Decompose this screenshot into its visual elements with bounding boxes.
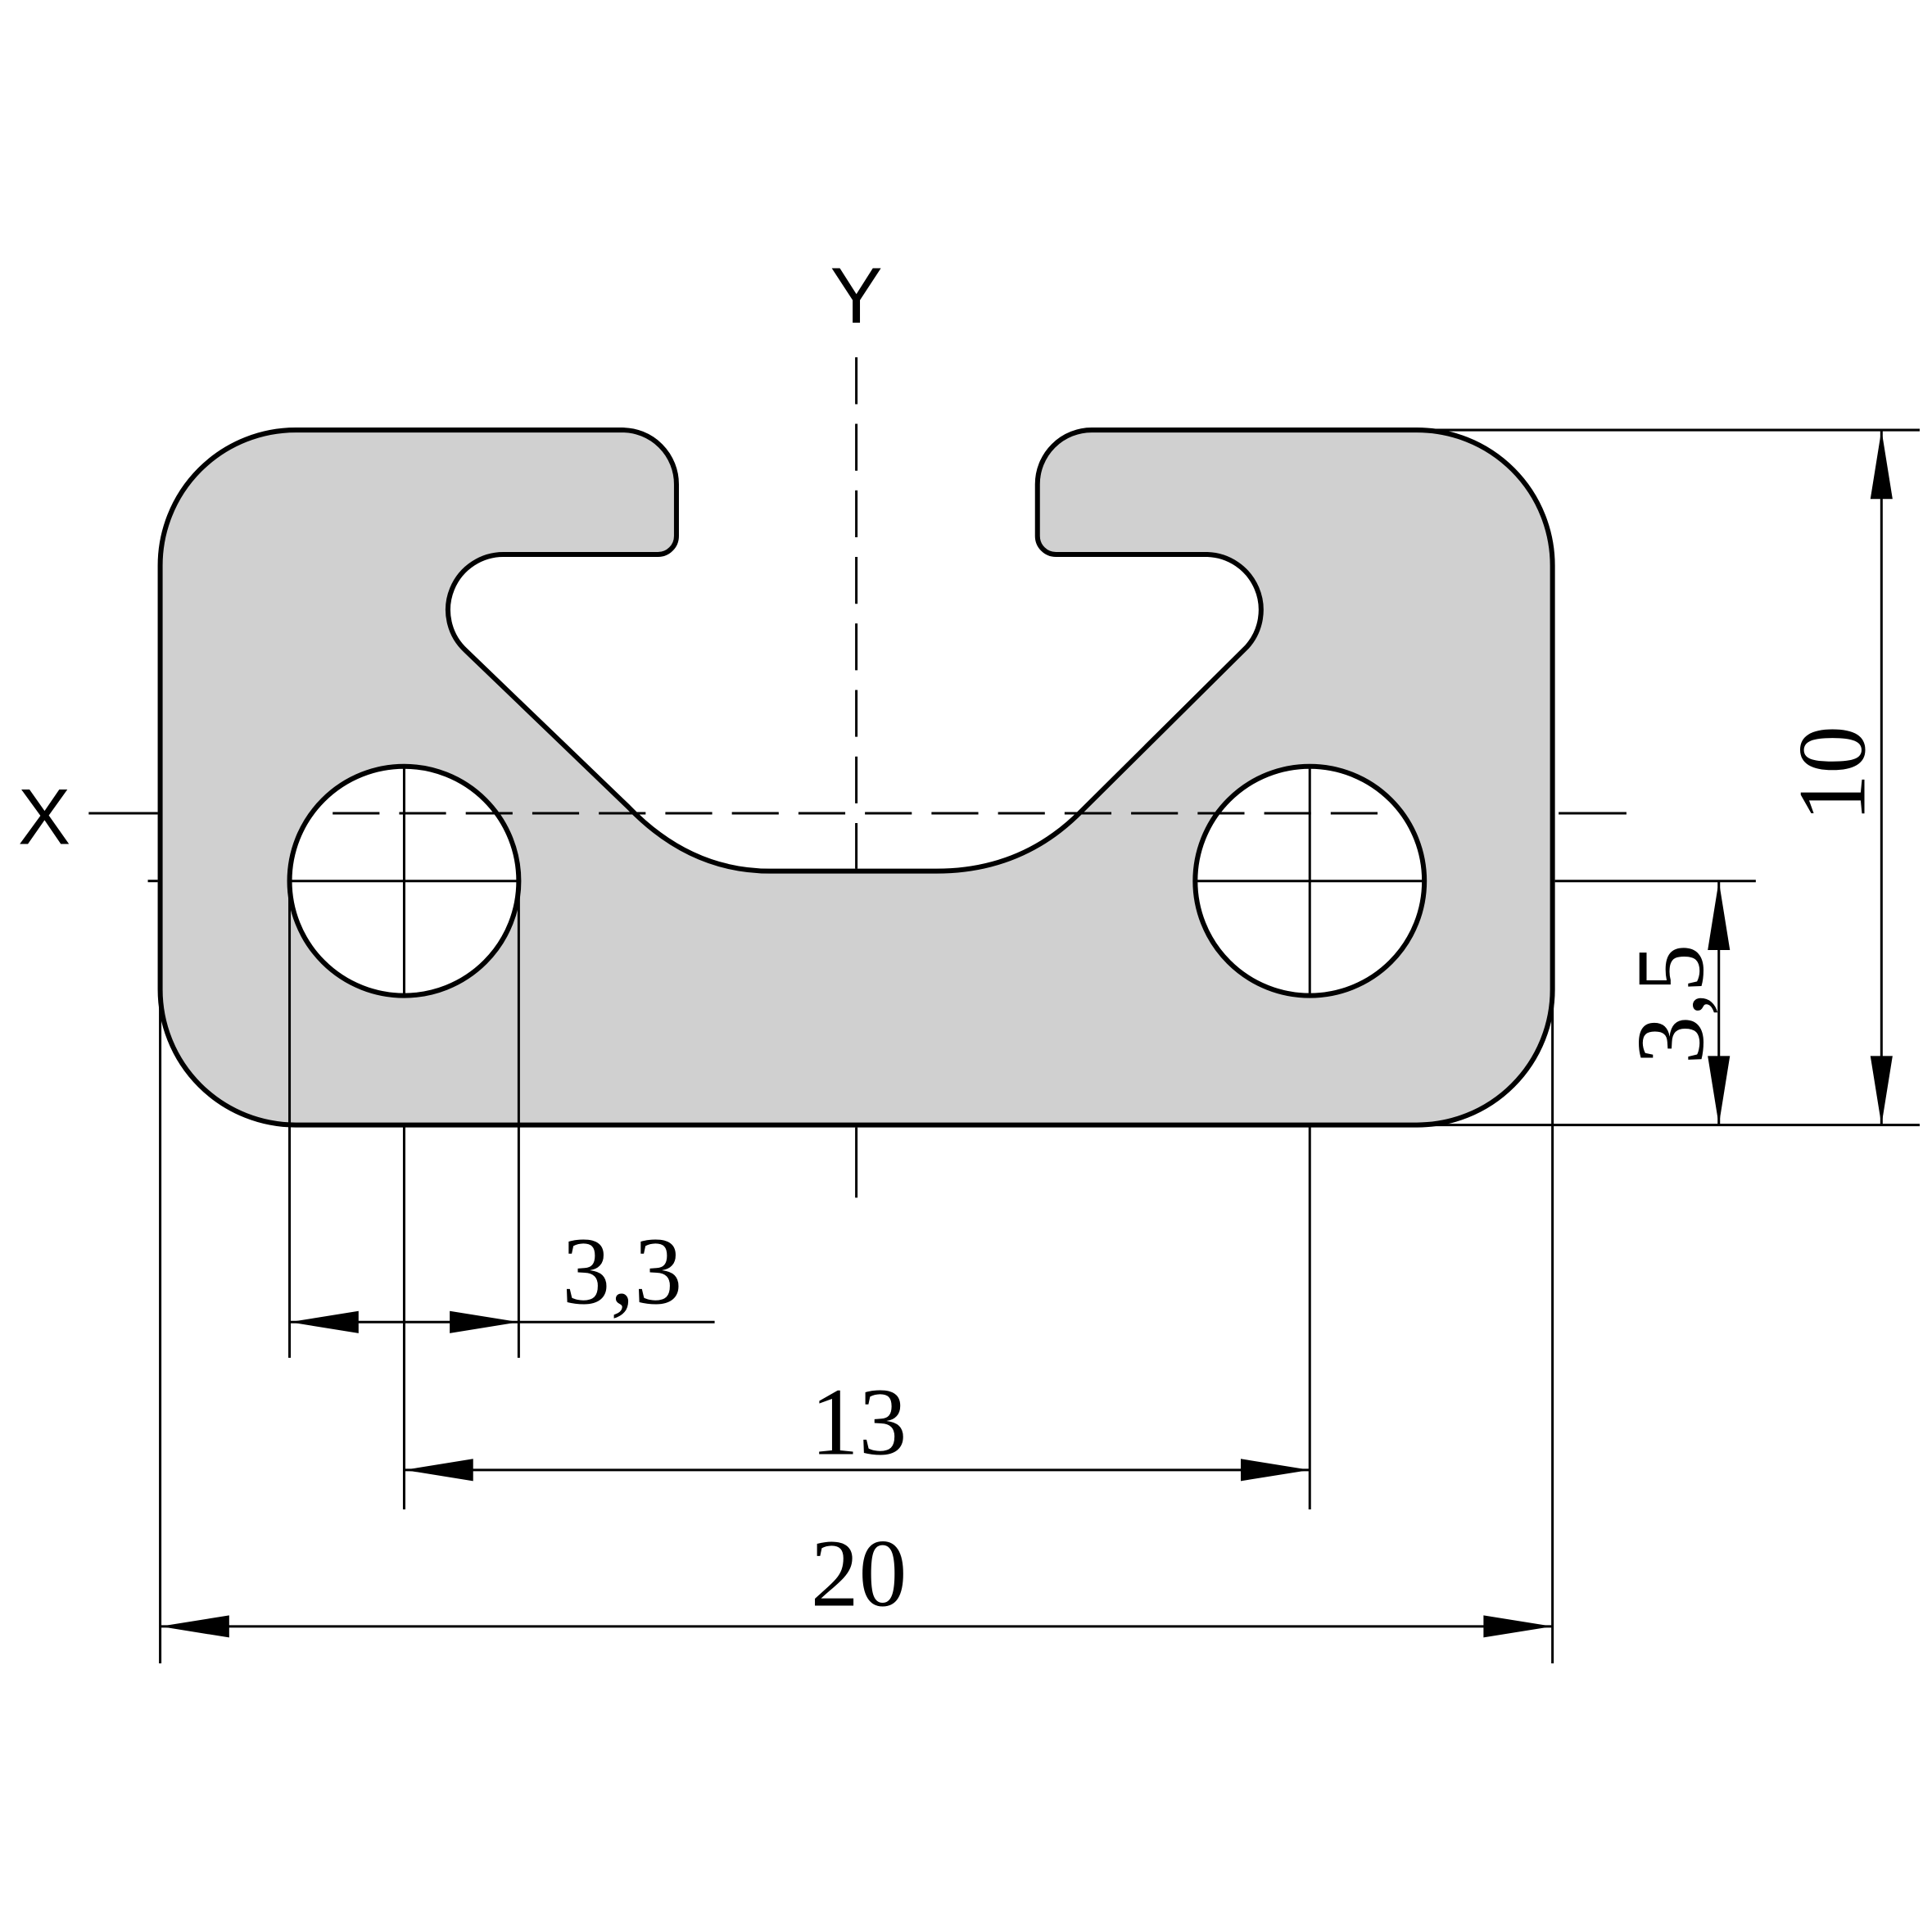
dim-label-3-3: 3,3	[562, 1219, 682, 1325]
dimension-3-5	[1708, 880, 1731, 1125]
dimension-3-3	[289, 1310, 715, 1333]
extension-lines	[147, 428, 1920, 1664]
dim-label-13: 13	[811, 1369, 907, 1475]
profile-outline	[157, 428, 1555, 1128]
dimension-13	[404, 1459, 1310, 1482]
y-axis-label: Y	[830, 252, 882, 340]
centerlines	[88, 357, 1627, 1198]
dimension-10	[1870, 430, 1893, 1125]
dim-label-3-5: 3,5	[1618, 944, 1724, 1065]
dimension-20	[160, 1615, 1553, 1638]
x-axis-label: X	[18, 774, 70, 862]
dim-label-10: 10	[1779, 726, 1885, 821]
dim-label-20: 20	[811, 1520, 907, 1627]
